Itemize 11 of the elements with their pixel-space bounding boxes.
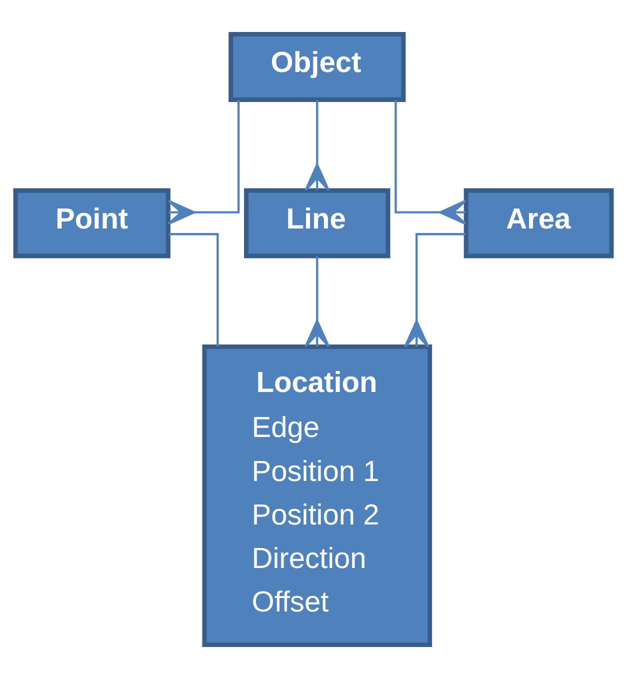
connector <box>404 233 466 348</box>
node-box: Area <box>464 188 614 258</box>
node-box: Object <box>228 32 406 102</box>
node-box: Point <box>13 188 170 258</box>
connector <box>394 100 467 225</box>
connector <box>168 100 240 225</box>
connector <box>304 256 330 348</box>
node-box: Location Edge Position 1 Position 2 Direction Offset <box>202 344 432 647</box>
connector <box>168 233 219 347</box>
node-box: Line <box>244 188 390 258</box>
connector <box>304 100 330 192</box>
